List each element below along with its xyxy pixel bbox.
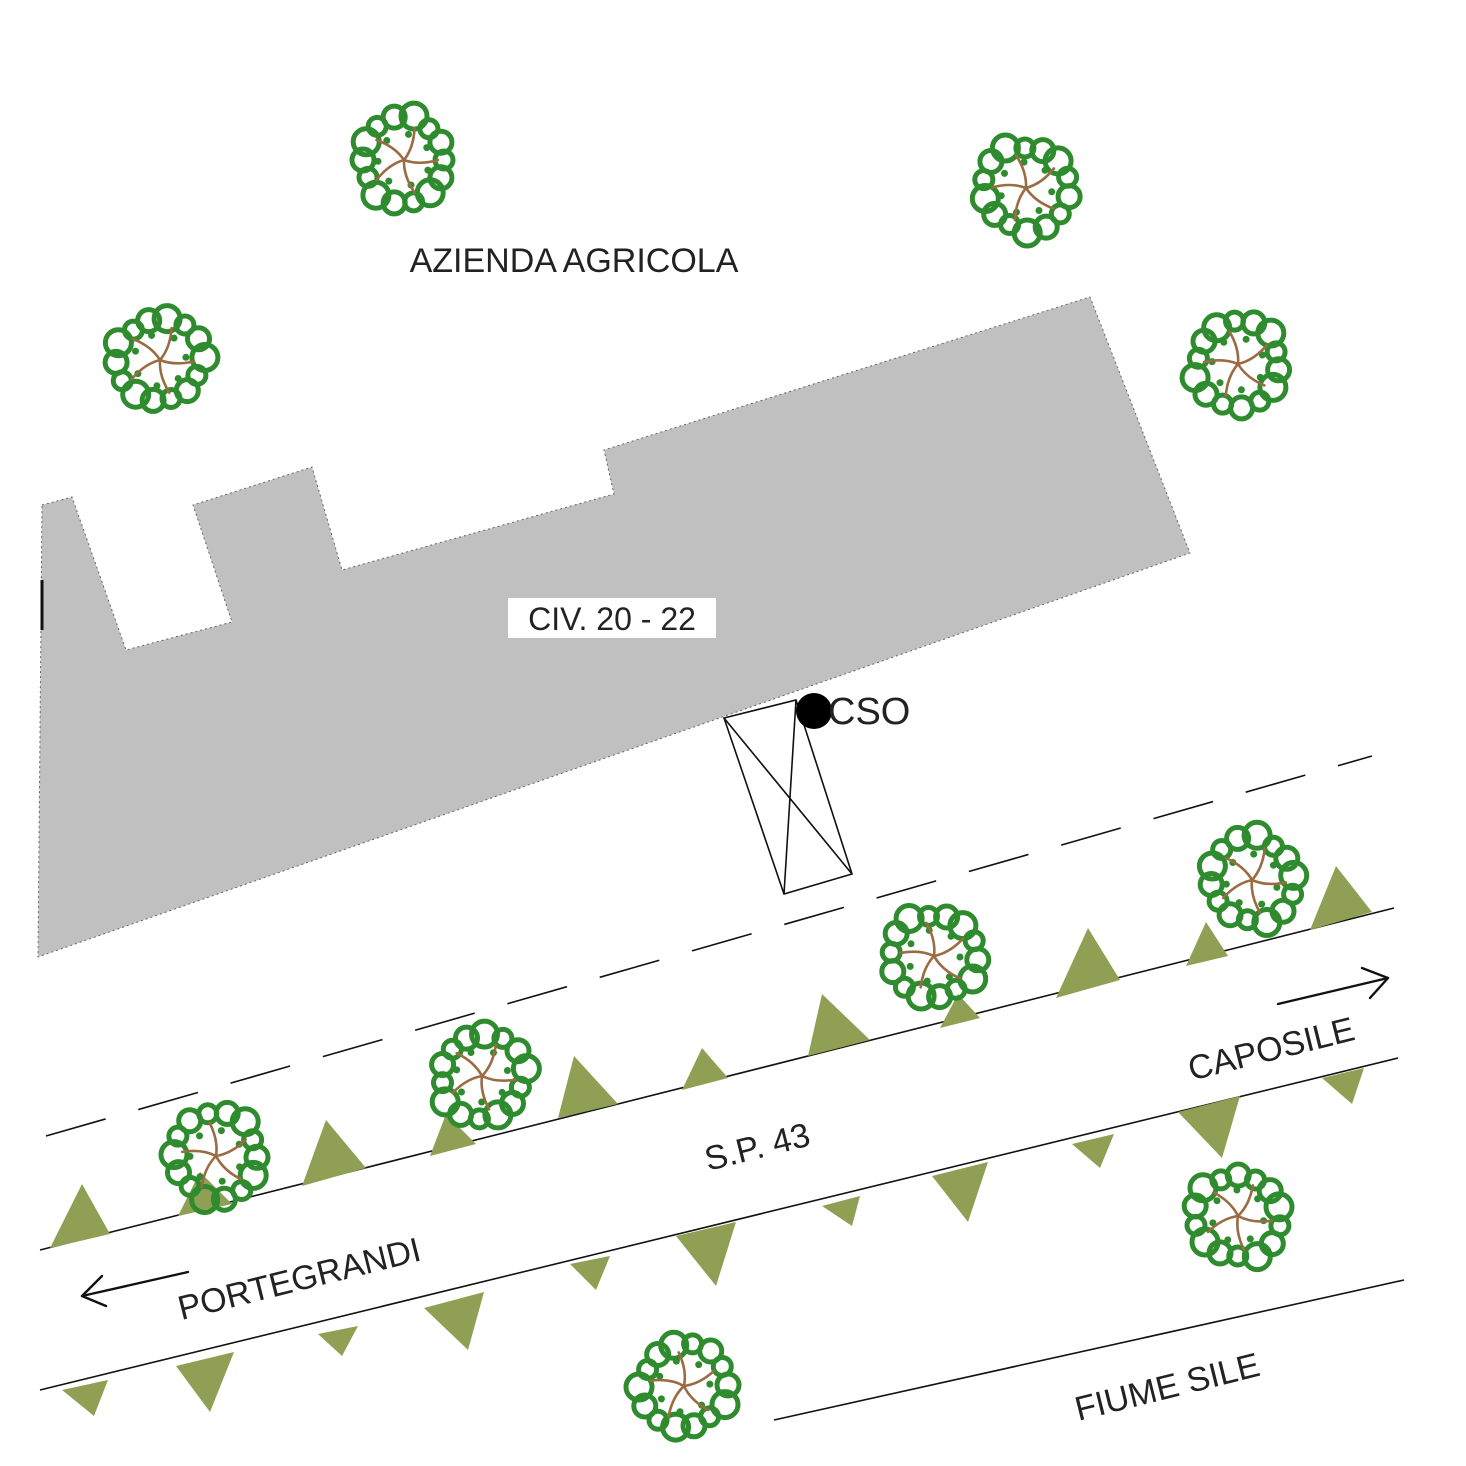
- farm-label: AZIENDA AGRICOLA: [410, 242, 739, 280]
- tree-icon: [158, 1099, 271, 1215]
- hedge-triangle-icon: [822, 1196, 860, 1226]
- hedge-triangle-icon: [940, 994, 980, 1028]
- tree-icon: [879, 903, 992, 1012]
- hedge-triangle-icon: [50, 1184, 110, 1248]
- direction-label-portegrandi: PORTEGRANDI: [174, 1231, 425, 1328]
- civic-number-label: CIV. 20 - 22: [508, 598, 716, 638]
- dashed-lane-line: [45, 755, 1373, 1137]
- hedge-triangle-icon: [932, 1162, 988, 1222]
- hedge-triangle-icon: [1322, 1068, 1364, 1104]
- hedge-triangle-icon: [1056, 928, 1120, 998]
- hedge-triangle-icon: [318, 1326, 358, 1356]
- hedge-triangle-icon: [1310, 866, 1372, 930]
- hedge-triangle-icon: [430, 1114, 476, 1156]
- tree-icon: [429, 1018, 542, 1131]
- road-name-label: S.P. 43: [701, 1116, 814, 1179]
- hedge-triangle-icon: [424, 1292, 484, 1350]
- tree-group: [102, 100, 1310, 1443]
- hedge-triangle-icon: [682, 1048, 728, 1090]
- tree-icon: [623, 1329, 742, 1443]
- river-bank-line: [773, 1279, 1405, 1421]
- hedge-triangle-icon: [808, 994, 870, 1056]
- hedge-triangle-icon: [570, 1256, 610, 1290]
- tree-icon: [1179, 309, 1293, 422]
- cso-label: CSO: [828, 691, 910, 733]
- civic-number-text: CIV. 20 - 22: [528, 601, 696, 637]
- road-edge-south: [39, 1057, 1399, 1391]
- tree-icon: [349, 100, 456, 217]
- tree-icon: [102, 303, 221, 414]
- hedge-triangle-icon: [1186, 922, 1228, 966]
- cso-point-icon: [796, 693, 832, 729]
- manhole-box: [722, 699, 854, 895]
- direction-arrow-icon-east: [1276, 966, 1390, 1006]
- hedge-triangle-icon: [1178, 1096, 1240, 1158]
- tree-icon: [1181, 1161, 1295, 1273]
- hedge-triangle-icon: [62, 1380, 108, 1416]
- tree-icon: [1196, 819, 1310, 938]
- hedge-triangle-icon: [676, 1222, 736, 1286]
- hedge-triangle-icon: [558, 1056, 618, 1118]
- river-name-label: FIUME SILE: [1071, 1346, 1264, 1429]
- direction-arrow-icon-west: [80, 1270, 190, 1308]
- tree-icon: [969, 132, 1083, 249]
- hedge-triangle-icon: [1072, 1134, 1114, 1168]
- hedge-triangle-icon: [302, 1120, 366, 1186]
- hedge-triangle-icon: [176, 1352, 234, 1412]
